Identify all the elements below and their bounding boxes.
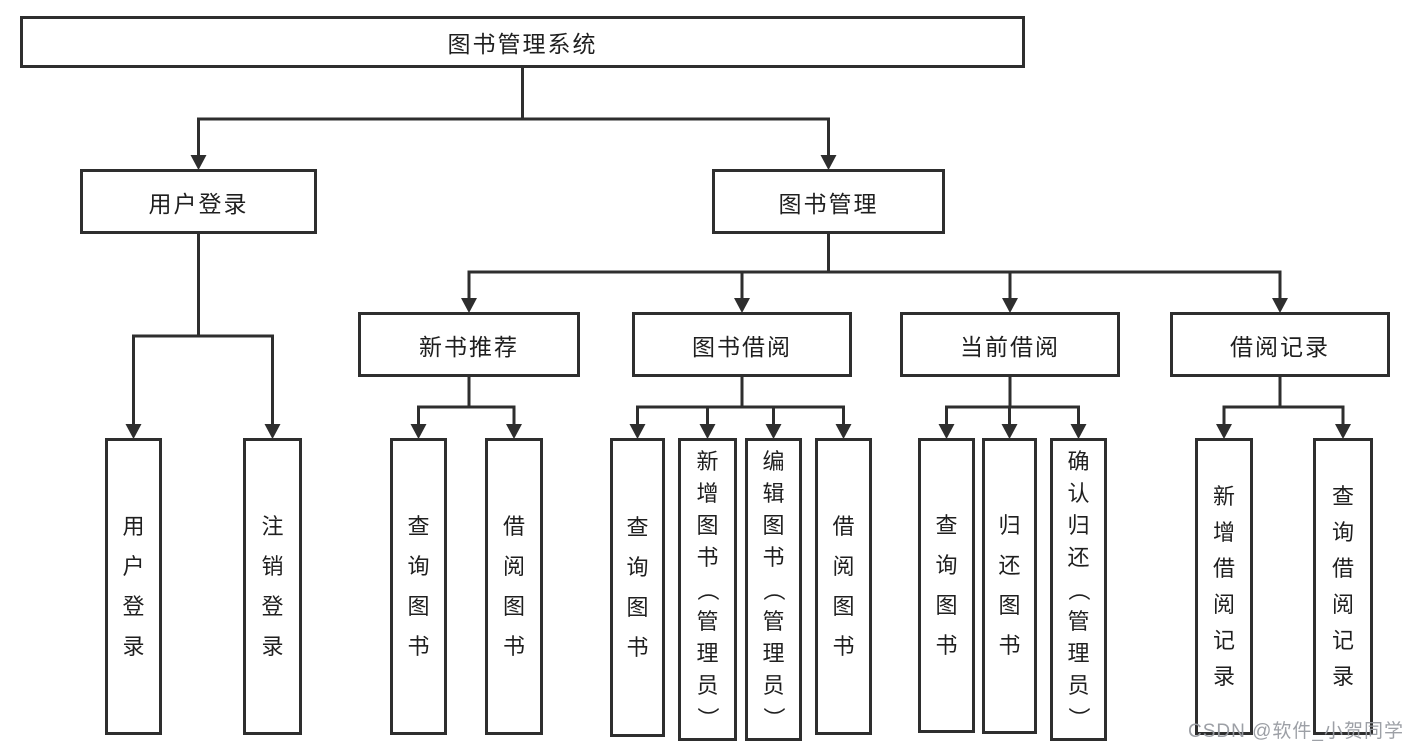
node-label-vertical: 注销登录 [261,513,284,659]
node-leaf-confirm-return: 确认归还（管理员） [1050,438,1107,741]
node-leaf-query-book-2: 查询图书 [610,438,665,737]
node-borrow-records: 借阅记录 [1170,312,1390,377]
node-label-vertical: 查询图书 [407,513,430,659]
node-label-vertical: 查询借阅记录 [1331,483,1354,689]
node-label-vertical: 借阅图书 [832,513,855,659]
node-book-borrow: 图书借阅 [632,312,852,377]
node-leaf-query-book-3: 查询图书 [918,438,975,733]
node-label-vertical: 新增图书（管理员） [695,448,721,729]
node-label-vertical: 借阅图书 [502,513,525,659]
csdn-watermark: CSDN @软件_小贺同学 [1188,721,1404,742]
node-root: 图书管理系统 [20,16,1025,68]
node-current-borrow: 当前借阅 [900,312,1120,377]
node-leaf-user-login: 用户登录 [105,438,162,735]
node-leaf-query-record: 查询借阅记录 [1313,438,1373,735]
node-leaf-query-book-1: 查询图书 [390,438,447,735]
node-label: 图书管理系统 [447,31,598,57]
node-label-vertical: 查询图书 [935,512,958,658]
node-label-vertical: 归还图书 [998,513,1021,658]
node-label: 图书管理 [778,190,879,217]
node-leaf-add-record: 新增借阅记录 [1195,438,1253,735]
node-new-book-rec: 新书推荐 [358,312,580,377]
node-leaf-return-book: 归还图书 [982,438,1037,734]
node-leaf-add-book: 新增图书（管理员） [678,438,737,741]
node-label: 用户登录 [148,190,249,217]
node-leaf-borrow-book-1: 借阅图书 [485,438,543,735]
node-label: 图书借阅 [692,333,792,360]
node-book-mgmt: 图书管理 [712,169,945,234]
node-label-vertical: 确认归还（管理员） [1066,448,1092,729]
node-leaf-edit-book: 编辑图书（管理员） [745,438,802,741]
node-label: 借阅记录 [1230,333,1330,360]
node-label: 当前借阅 [960,333,1060,360]
node-label-vertical: 用户登录 [122,513,145,659]
node-user-login: 用户登录 [80,169,317,234]
node-label: 新书推荐 [419,333,519,360]
node-label-vertical: 查询图书 [626,514,649,660]
node-leaf-borrow-book-2: 借阅图书 [815,438,872,735]
node-leaf-logout: 注销登录 [243,438,302,735]
node-label-vertical: 新增借阅记录 [1212,483,1235,689]
node-label-vertical: 编辑图书（管理员） [761,448,787,729]
